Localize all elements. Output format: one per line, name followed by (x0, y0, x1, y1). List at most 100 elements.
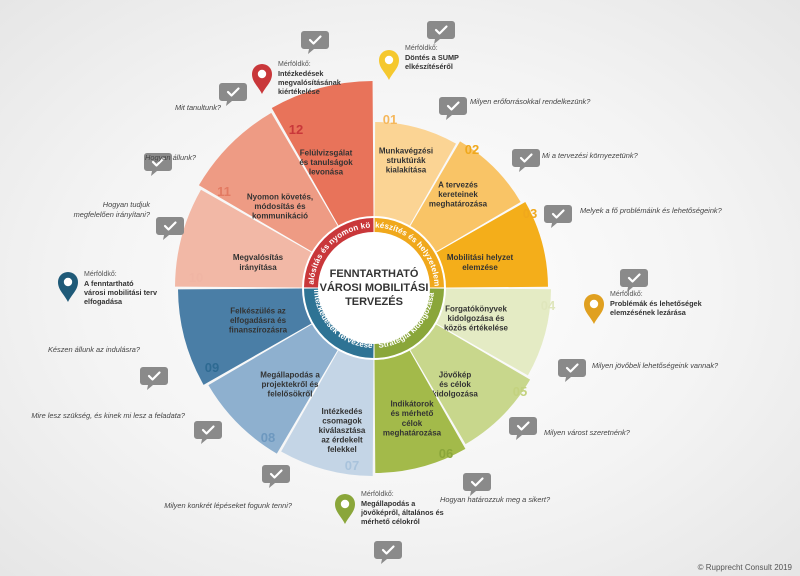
question: Hogyan állunk? (145, 153, 197, 162)
milestone-label: Mérföldkő: (610, 291, 643, 298)
check-bubble-icon (262, 465, 290, 488)
check-bubble-icon (301, 31, 329, 54)
check-bubble-icon (558, 359, 586, 382)
step-wedge (427, 202, 548, 288)
milestone-label: Mérföldkő: (278, 61, 311, 68)
milestone-text-line: Döntés a SUMP (405, 53, 459, 62)
milestone-text-line: elfogadása (84, 297, 123, 306)
step-label-line: és tanulságok (299, 158, 353, 167)
step-label-line: A tervezés (438, 180, 478, 189)
step-wedge (178, 288, 321, 385)
step-label-line: Nyomon követés, (247, 192, 313, 201)
check-bubble-icon (439, 97, 467, 120)
step-wedge (281, 341, 374, 476)
step-label-line: kialakítása (386, 166, 427, 175)
copyright: © Rupprecht Consult 2019 (698, 563, 793, 572)
check-bubble-icon (512, 149, 540, 172)
step-label-line: az érdekelt (321, 436, 363, 445)
step-number: 07 (345, 458, 359, 473)
step-wedge (405, 141, 521, 257)
step-label-line: projektekről és (262, 380, 319, 389)
question: Mi a tervezési környezetünk? (542, 151, 639, 160)
step-wedge (198, 112, 343, 257)
question-line: Hogyan tudjuk (103, 200, 151, 209)
check-bubbles (140, 21, 648, 564)
check-bubble-icon (156, 217, 184, 240)
step-label-line: és célok (439, 380, 471, 389)
step-label-line: Indikátorok (390, 400, 434, 409)
milestone-label: Mérföldkő: (84, 271, 117, 278)
step-number: 09 (205, 360, 219, 375)
step-label-line: meghatározása (383, 428, 442, 437)
milestone-text-line: elemzésének lezárása (610, 308, 687, 317)
step-number: 04 (541, 298, 556, 313)
step-number: 11 (217, 184, 231, 199)
question: Hogyan határozzuk meg a sikert? (440, 495, 551, 504)
step-label-line: elfogadásra és (230, 316, 287, 325)
step-number: 08 (261, 430, 275, 445)
step-label-line: irányítása (239, 263, 277, 272)
map-pin-icon (252, 64, 272, 94)
step-label-line: Megállapodás a (260, 370, 320, 379)
check-bubble-icon (219, 83, 247, 106)
question: Milyen jövőbeli lehetőségeink vannak? (592, 361, 719, 370)
milestone-text-line: városi mobilitási terv (84, 288, 158, 297)
step-wedge (175, 189, 321, 288)
milestone-label: Mérföldkő: (405, 45, 438, 52)
check-bubble-icon (463, 473, 491, 496)
milestone-text-line: kiértékelése (278, 87, 320, 96)
step-number: 01 (383, 112, 397, 127)
milestone: Mérföldkő:Problémák és lehetőségekelemzé… (584, 291, 703, 324)
check-bubble-icon (194, 421, 222, 444)
check-bubble-icon (509, 417, 537, 440)
question: Mire lesz szükség, és kinek mi lesz a fe… (31, 411, 186, 420)
map-pin-icon (379, 50, 399, 80)
check-bubble-icon (374, 541, 402, 564)
step-wedge (374, 341, 466, 473)
step-number: 02 (465, 142, 479, 157)
check-bubble-icon (620, 269, 648, 292)
step-label-line: kommunikáció (252, 212, 308, 221)
check-bubble-icon (427, 21, 455, 44)
step-wedge (405, 319, 531, 445)
center-title-line: VÁROSI MOBILITÁSI (320, 281, 429, 294)
step-label-line: közös értékelése (444, 324, 509, 333)
phase-band (304, 218, 374, 288)
milestone-label: Mérföldkő: (361, 491, 394, 498)
center-title-line: TERVEZÉS (345, 295, 403, 308)
center-disc (319, 233, 429, 343)
step-label-line: felekkel (327, 445, 356, 454)
milestone-text-line: megvalósításának (278, 78, 342, 87)
question-line: megfelelően irányítani? (74, 210, 151, 219)
step-wedge (271, 81, 374, 235)
step-label-line: Munkavégzési (379, 146, 433, 155)
phase-band (374, 218, 444, 288)
step-number: 10 (189, 270, 203, 285)
step-label-line: kidolgozása és (448, 314, 505, 323)
step-label-line: Megvalósítás (233, 253, 284, 262)
question: Melyek a fő problémáink és lehetőségeink… (580, 206, 723, 215)
step-label-line: módosítás és (254, 202, 306, 211)
step-label-line: csomagok (322, 416, 362, 425)
step-label-line: finanszírozásra (229, 326, 288, 335)
step-label-line: célok (402, 419, 423, 428)
step-number: 06 (439, 446, 453, 461)
step-label-line: felelősökről (268, 390, 313, 399)
step-label-line: Felkészülés az (230, 306, 286, 315)
map-pin-icon (335, 494, 355, 524)
milestone-text-line: jövőképről, általános és (360, 508, 444, 517)
milestone-text-line: Problémák és lehetőségek (610, 299, 703, 308)
